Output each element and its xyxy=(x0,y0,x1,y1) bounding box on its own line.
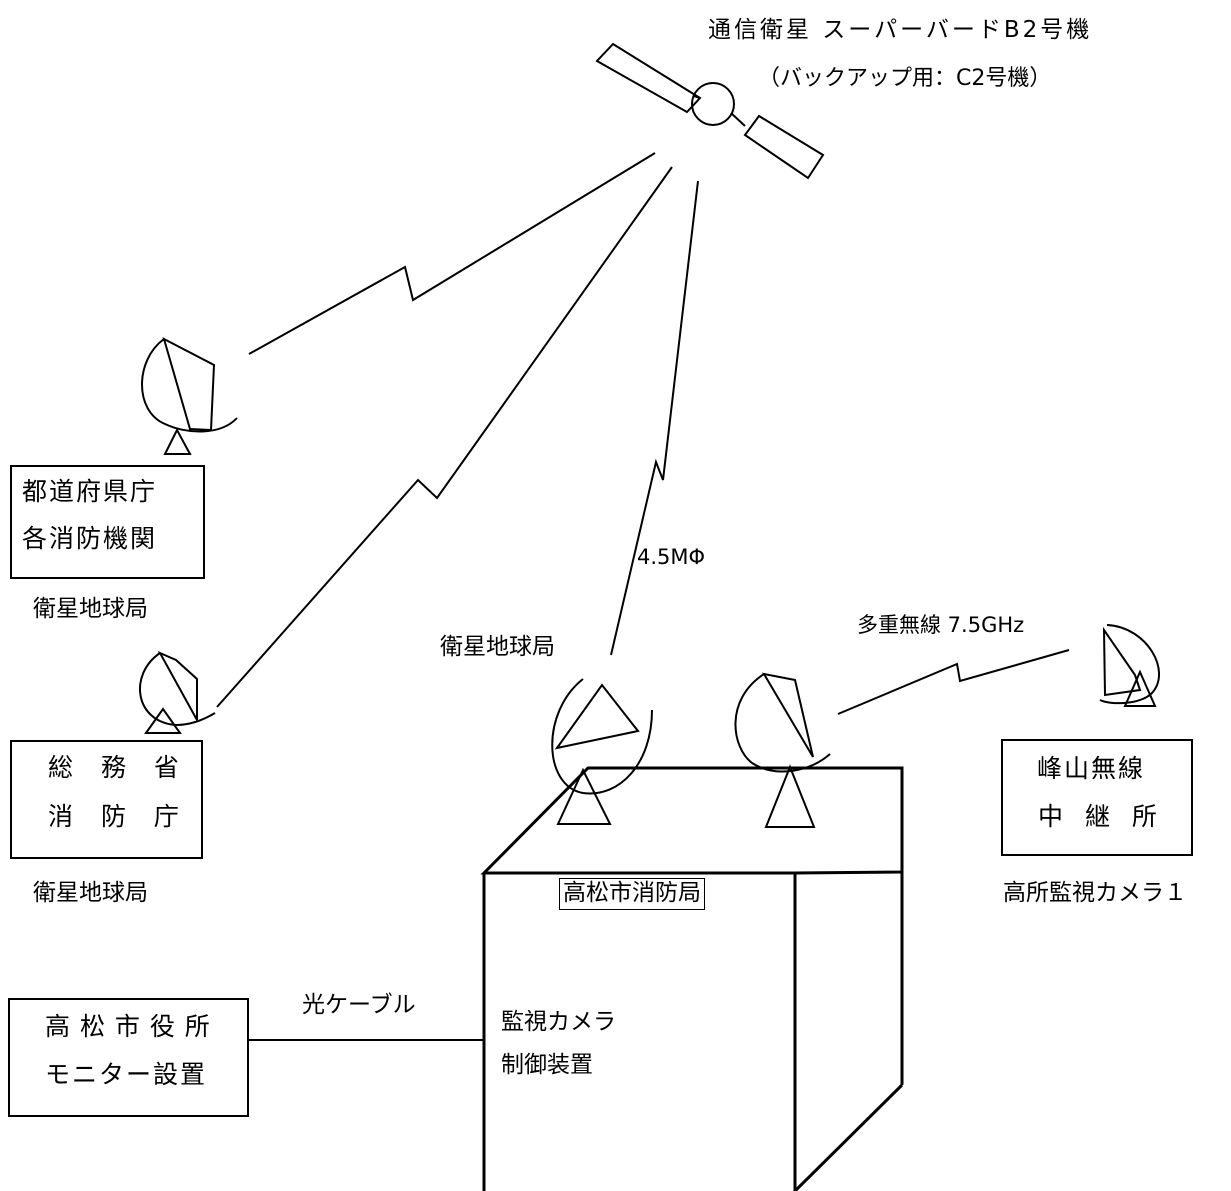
city-hall-line2: モニター設置 xyxy=(45,1060,208,1089)
microwave-link xyxy=(837,649,1070,715)
radio-link-prefecture xyxy=(248,152,656,355)
satellite-dish-fdma-icon xyxy=(138,650,216,734)
microwave-label: 多重無線 7.5GHz xyxy=(857,613,1025,637)
microwave-dish-hq-icon xyxy=(734,672,831,828)
satellite-dish-hq-icon xyxy=(551,678,653,825)
satellite-title: 通信衛星 スーパーバードB2号機 xyxy=(708,17,1093,43)
fdma-line2: 消 防 庁 xyxy=(48,802,189,831)
fdma-box xyxy=(10,740,203,859)
fdma-line1: 総 務 省 xyxy=(48,753,189,782)
satellite-solar-panel-left xyxy=(595,42,702,114)
microwave-dish-relay-icon xyxy=(1099,624,1160,707)
equipment-line2: 制御装置 xyxy=(501,1052,593,1078)
fire-hq-building xyxy=(480,766,904,1191)
satellite-arm-left xyxy=(693,95,701,99)
camera-label: 高所監視カメラ１ xyxy=(1003,880,1187,906)
prefecture-caption: 衛星地球局 xyxy=(33,596,148,622)
satellite-icon xyxy=(595,42,825,180)
satellite-dish-prefecture-icon xyxy=(141,337,238,455)
relay-line2: 中 継 所 xyxy=(1038,802,1164,831)
prefecture-line1: 都道府県庁 xyxy=(22,477,158,506)
satellite-backup-label: （バックアップ用：C2号機） xyxy=(758,66,1052,91)
prefecture-line2: 各消防機関 xyxy=(22,524,158,553)
antenna-size-label: 4.5MΦ xyxy=(637,545,706,569)
radio-link-hq xyxy=(610,180,699,656)
satellite-body xyxy=(691,82,735,126)
city-hall-line1: 高 松 市 役 所 xyxy=(45,1012,211,1041)
prefecture-box xyxy=(10,465,205,579)
radio-link-fdma xyxy=(216,166,673,708)
city-hall-box xyxy=(8,998,249,1117)
fdma-caption: 衛星地球局 xyxy=(33,880,148,906)
fiber-cable-label: 光ケーブル xyxy=(302,992,416,1018)
satellite-solar-panel-right xyxy=(743,114,825,180)
hq-earth-station-caption: 衛星地球局 xyxy=(440,634,555,660)
relay-box xyxy=(1001,739,1193,856)
satellite-arm-right xyxy=(730,112,746,127)
fire-hq-name: 高松市消防局 xyxy=(559,878,705,910)
relay-line1: 峰山無線 xyxy=(1037,754,1146,783)
equipment-line1: 監視カメラ xyxy=(501,1009,616,1035)
